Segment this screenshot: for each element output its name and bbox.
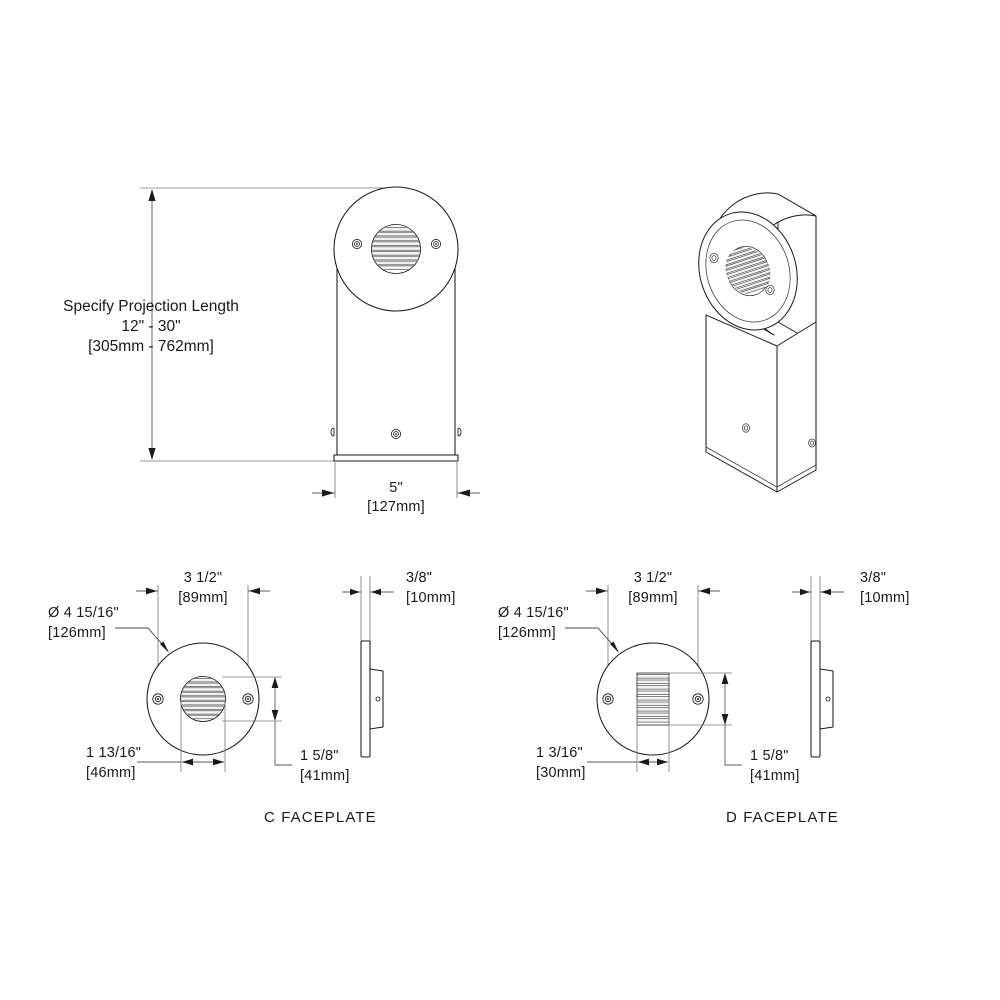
d-faceplate-detail: 3 1/2" [89mm] Ø 4 15/16" [126mm] [498,570,910,826]
c-arrow-screw-right [249,587,260,595]
head-screw-right [430,238,442,250]
d-louver-height-leader [724,725,742,766]
d-side-profile: 3/8" [10mm] [792,570,910,758]
isometric-view [698,192,817,493]
c-profile-boss [369,668,384,730]
d-profile-plate [810,640,821,758]
d-screw-right [692,693,704,705]
c-louver-height-metric: [41mm] [300,768,350,784]
c-diameter-metric: [126mm] [48,625,106,641]
iso-body-screw-left [742,423,750,433]
iso-head-face-inner-ring [705,219,791,323]
c-faceplate-detail: 3 1/2" [89mm] Ø 4 15/16" [126mm] [48,570,456,826]
iso-body-top-edge-left [705,314,778,347]
d-diameter-leader [565,627,619,652]
iso-body-right-face [776,321,817,493]
width-dim-metric: [127mm] [367,499,425,515]
c-side-profile: 3/8" [10mm] [342,570,456,758]
d-diameter-leader-arrow [610,641,619,653]
c-faceplate-label: C FACEPLATE [264,809,377,826]
c-screw-right [242,693,254,705]
projection-note-line1: Specify Projection Length [63,298,239,315]
c-thickness-metric: [10mm] [406,590,456,606]
c-arrow-screw-left [146,587,157,595]
c-profile-arrow-right [371,588,381,596]
arrow-down [148,448,156,460]
projection-note-line3: [305mm - 762mm] [88,338,214,355]
iso-base-edge-right [776,464,817,488]
side-tab-right [457,427,462,437]
d-louver-width-inches: 1 3/16" [536,745,583,761]
d-screw-left [602,693,614,705]
d-thickness-metric: [10mm] [860,590,910,606]
iso-louver [717,240,778,299]
width-dim-inches: 5" [389,480,403,496]
c-louver-width-inches: 1 13/16" [86,745,141,761]
c-arrow-louver-wright [213,758,224,766]
c-arrow-louver-bottom [271,710,279,721]
head-louver [371,224,421,274]
c-louver-height-inches: 1 5/8" [300,748,339,764]
side-tab-left [330,427,335,437]
c-louver-height-leader [274,721,292,766]
c-screw-spacing-metric: [89mm] [178,590,228,606]
d-arrow-louver-bottom [721,714,729,725]
projection-note-line2: 12" - 30" [121,318,180,335]
arrow-up [148,189,156,201]
c-louver-width-metric: [46mm] [86,765,136,781]
d-profile-boss-hole [825,696,831,702]
iso-base-edge-left [705,446,778,488]
d-diameter-inches: Ø 4 15/16" [498,605,569,621]
d-profile-arrow-right [821,588,831,596]
d-profile-arrow-left [800,588,810,596]
width-arrow-left [322,489,334,497]
c-screw-left [152,693,164,705]
iso-body-screw-right [808,438,816,448]
c-arrow-louver-wleft [182,758,193,766]
iso-head-screw-lower [765,285,775,295]
d-profile-boss [819,668,834,730]
d-louver [636,672,670,726]
c-profile-boss-hole [375,696,381,702]
body-screw [390,428,402,440]
c-profile-plate [360,640,371,758]
c-thickness-inches: 3/8" [406,570,432,586]
c-profile-arrow-left [350,588,360,596]
d-screw-spacing-metric: [89mm] [628,590,678,606]
d-diameter-metric: [126mm] [498,625,556,641]
c-diameter-inches: Ø 4 15/16" [48,605,119,621]
d-louver-width-metric: [30mm] [536,765,586,781]
c-diameter-leader [115,627,169,652]
width-arrow-right [458,489,470,497]
head-screw-left [351,238,363,250]
d-screw-spacing-inches: 3 1/2" [634,570,673,586]
main-front-elevation: Specify Projection Length 12" - 30" [305… [63,186,480,515]
d-arrow-screw-right [699,587,710,595]
d-arrow-louver-wright [657,758,668,766]
d-arrow-louver-top [721,673,729,684]
d-louver-height-metric: [41mm] [750,768,800,784]
c-diameter-leader-arrow [160,641,169,653]
fixture-base-plate [333,454,459,462]
iso-head-screw-upper [709,253,719,263]
d-thickness-inches: 3/8" [860,570,886,586]
c-screw-spacing-inches: 3 1/2" [184,570,223,586]
d-arrow-louver-wleft [638,758,649,766]
d-faceplate-label: D FACEPLATE [726,809,839,826]
d-louver-height-inches: 1 5/8" [750,748,789,764]
c-arrow-louver-top [271,677,279,688]
iso-body-top-edge-right [776,321,817,347]
d-arrow-screw-left [596,587,607,595]
